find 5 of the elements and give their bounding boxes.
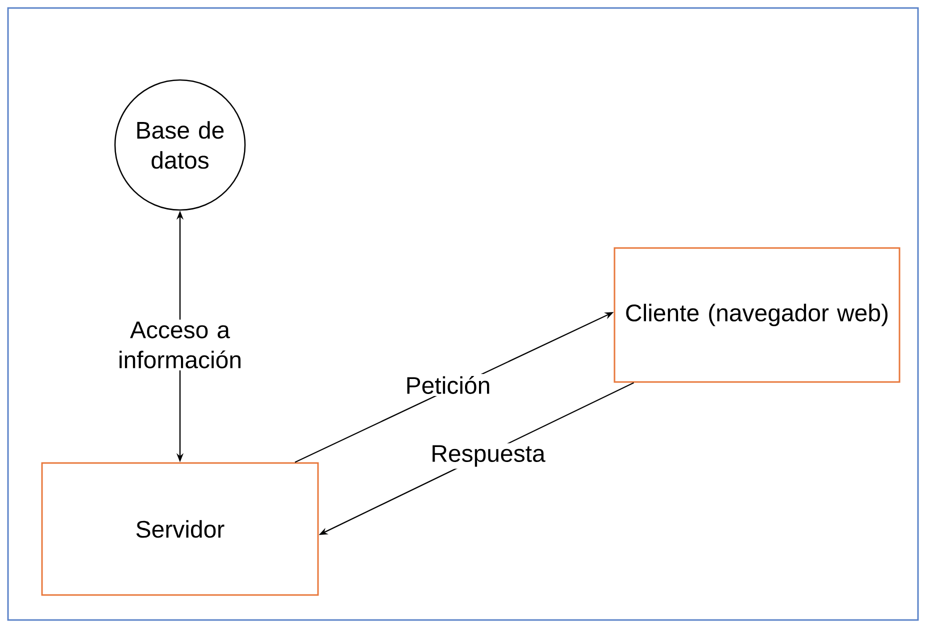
edge-label: Petición: [403, 374, 493, 396]
server-box: Servidor: [41, 462, 319, 596]
edge-label: Acceso a información: [115, 320, 245, 370]
client-box: Cliente (navegador web): [614, 247, 900, 383]
edge-label: Respuesta: [428, 443, 548, 469]
